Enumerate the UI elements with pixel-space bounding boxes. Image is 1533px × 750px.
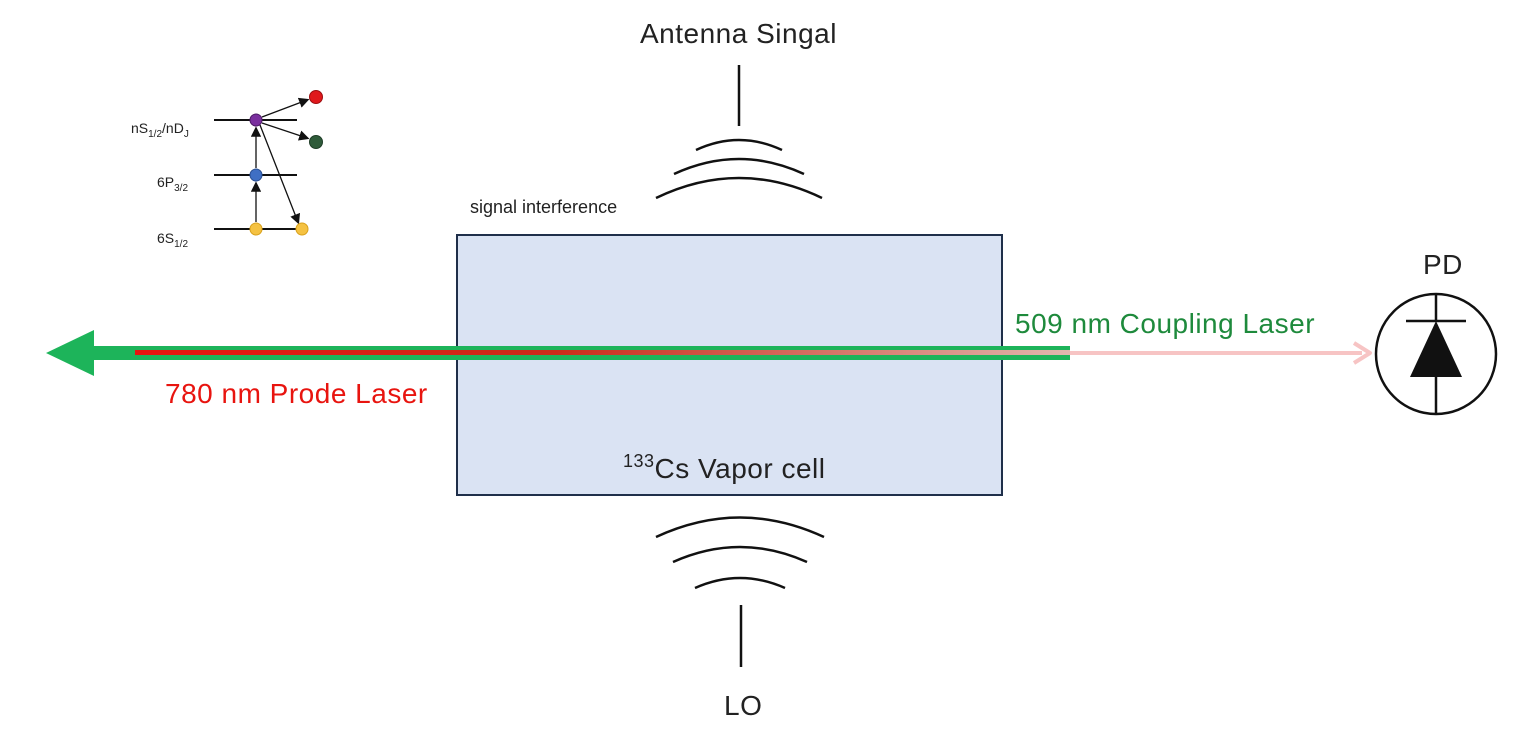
excited-base: 6P (157, 174, 175, 190)
lo-wave-3 (694, 576, 786, 590)
excited-sub: 3/2 (174, 182, 189, 194)
lo-label: LO (724, 690, 763, 721)
level-label-ground: 6S1/2 (157, 230, 188, 250)
photodetector-label: PD (1423, 249, 1463, 280)
coupling-laser-label: 509 nm Coupling Laser (1015, 308, 1316, 339)
signal-interference-label: signal interference (470, 197, 618, 217)
lo-wave-1 (655, 516, 825, 539)
coupling-laser-arrowhead (46, 330, 94, 376)
probe-laser-arrowhead (1352, 341, 1372, 365)
vapor-cell (456, 234, 1003, 496)
antenna-wave-3 (655, 176, 823, 200)
lo-wave-2 (672, 545, 808, 564)
isotope-number: 133 (623, 451, 655, 471)
transition-rydberg-to-green (261, 122, 310, 141)
ground-sub: 1/2 (174, 238, 189, 250)
energy-level-diagram (214, 90, 323, 236)
dot-rydberg-state (249, 113, 263, 127)
dot-excited-state (249, 168, 263, 182)
rydberg-sub1: 1/2 (148, 128, 163, 140)
antenna-wave-1 (695, 138, 783, 152)
rydberg-base: nS (131, 120, 149, 136)
transition-rydberg-to-ground (259, 124, 300, 225)
ground-base: 6S (157, 230, 175, 246)
antenna-signal-label: Antenna Singal (640, 18, 837, 49)
probe-laser-label: 780 nm Prode Laser (165, 378, 428, 409)
dot-green-state (309, 135, 323, 149)
probe-laser-beam (135, 350, 1070, 355)
rydberg-sub2: J (183, 128, 189, 140)
vapor-cell-text: Cs Vapor cell (654, 453, 826, 484)
transition-rydberg-to-red (261, 97, 310, 118)
dot-ground-state-final (295, 222, 309, 236)
rydberg-mid: /nD (162, 120, 184, 136)
dot-ground-state (249, 222, 263, 236)
antenna-wave-2 (673, 157, 805, 176)
vapor-cell-label: 133Cs Vapor cell (623, 451, 825, 485)
level-label-rydberg: nS1/2/nDJ (131, 120, 189, 140)
photodetector-diode-triangle (1410, 321, 1462, 377)
level-label-excited: 6P3/2 (157, 174, 188, 194)
dot-red-state (309, 90, 323, 104)
